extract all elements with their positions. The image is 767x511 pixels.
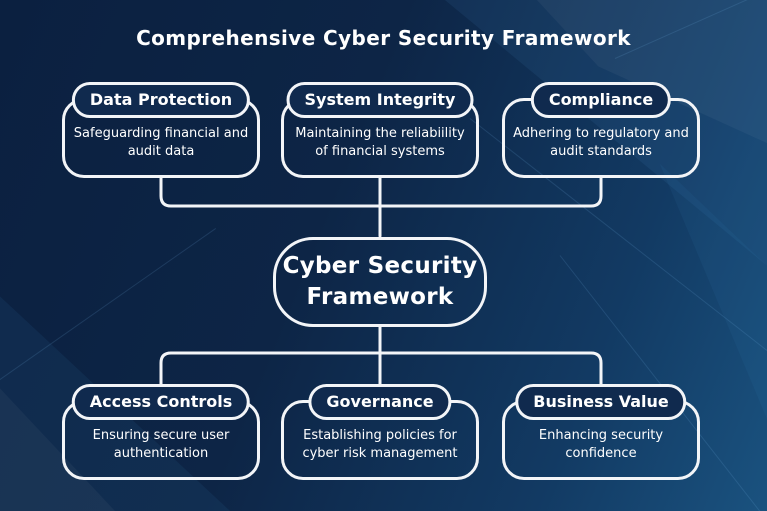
node-title: Data Protection — [89, 90, 233, 109]
node-title-pill: Data Protection — [71, 82, 251, 118]
node-cyber-security-framework: Cyber Security Framework — [273, 237, 487, 327]
node-title: Compliance — [548, 90, 654, 109]
node-compliance: Compliance Adhering to regulatory and au… — [502, 82, 700, 178]
node-title: Governance — [326, 392, 434, 411]
node-access-controls: Access Controls Ensuring secure user aut… — [62, 384, 260, 480]
node-description: Maintaining the reliabiility of financia… — [295, 125, 465, 159]
node-description: Safeguarding financial and audit data — [73, 125, 249, 159]
node-system-integrity: System Integrity Maintaining the reliabi… — [281, 82, 479, 178]
node-governance: Governance Establishing policies for cyb… — [281, 384, 479, 480]
center-node-label: Cyber Security Framework — [282, 252, 478, 310]
node-data-protection: Data Protection Safeguarding financial a… — [62, 82, 260, 178]
node-title: Business Value — [533, 392, 669, 411]
node-business-value: Business Value Enhancing security confid… — [502, 384, 700, 480]
node-description: Establishing policies for cyber risk man… — [302, 427, 458, 461]
node-title-pill: Access Controls — [71, 384, 251, 420]
node-title: System Integrity — [304, 90, 456, 109]
connector-bottom-bus — [159, 351, 603, 386]
node-title-pill: System Integrity — [286, 82, 474, 118]
node-title-pill: Governance — [308, 384, 452, 420]
node-title-pill: Business Value — [515, 384, 687, 420]
node-title-pill: Compliance — [530, 82, 672, 118]
node-description: Enhancing security confidence — [538, 427, 664, 461]
page-title: Comprehensive Cyber Security Framework — [136, 26, 631, 50]
node-title: Access Controls — [89, 392, 233, 411]
node-description: Ensuring secure user authentication — [92, 427, 230, 461]
node-description: Adhering to regulatory and audit standar… — [513, 125, 689, 159]
